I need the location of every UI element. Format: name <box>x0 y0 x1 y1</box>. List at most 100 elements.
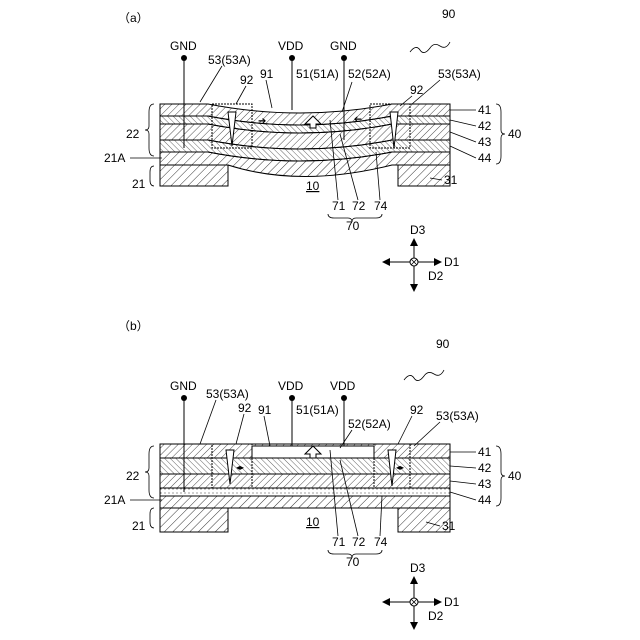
brace-40 <box>496 104 505 164</box>
figure-ref-leader <box>410 42 450 53</box>
label-74: 74 <box>374 199 388 213</box>
label-40: 40 <box>508 127 522 141</box>
panel-label: （b） <box>118 319 149 333</box>
label-10: 10 <box>306 179 320 193</box>
axis-d1-tail-arrowhead <box>382 258 390 266</box>
axis-d3-label: D3 <box>410 561 426 575</box>
terminal-label-3: VDD <box>330 379 356 393</box>
leader-42 <box>450 466 476 468</box>
label-52: 52(52A) <box>348 67 391 81</box>
label-53-left: 53(53A) <box>208 53 251 67</box>
axis-d1-arrowhead <box>434 258 442 266</box>
substrate-left <box>160 165 228 186</box>
label-92-right: 92 <box>410 83 424 97</box>
label-53-right: 53(53A) <box>438 67 481 81</box>
label-31: 31 <box>442 519 456 533</box>
label-21: 21 <box>132 177 146 191</box>
label-91: 91 <box>258 403 272 417</box>
brace-22 <box>145 104 154 156</box>
terminal-label-3: GND <box>330 39 357 53</box>
axis-d3-tail-arrowhead <box>410 622 418 630</box>
figure-ref: 90 <box>442 7 456 21</box>
label-43: 43 <box>478 135 492 149</box>
figure-ref-leader <box>404 370 444 381</box>
label-72: 72 <box>352 535 366 549</box>
label-70: 70 <box>346 555 360 569</box>
figure-ref: 90 <box>436 337 450 351</box>
axis-d2-label: D2 <box>428 609 444 623</box>
label-72: 72 <box>352 199 366 213</box>
axis-d3-arrowhead <box>410 576 418 584</box>
leader-53-left <box>200 66 222 102</box>
leader-53-right <box>414 422 440 446</box>
leader-43 <box>450 132 476 142</box>
label-21A: 21A <box>104 151 125 165</box>
arrow-left-glyph: ➔ <box>354 113 362 124</box>
layer-44 <box>160 488 450 496</box>
axis-d1-tail-arrowhead <box>382 598 390 606</box>
brace-22 <box>145 446 154 498</box>
leader-44 <box>450 146 476 158</box>
label-42: 42 <box>478 461 492 475</box>
panel-a: （a） 90 GND VDD GND ➔ ➔ <box>104 7 522 292</box>
label-70: 70 <box>346 219 360 233</box>
label-51: 51(51A) <box>296 403 339 417</box>
label-52: 52(52A) <box>348 417 391 431</box>
label-53-right: 53(53A) <box>436 409 479 423</box>
terminal-label-1: GND <box>170 39 197 53</box>
axis-d1-label: D1 <box>444 255 460 269</box>
axis-d3-arrowhead <box>410 238 418 246</box>
label-92-left: 92 <box>240 73 254 87</box>
label-41: 41 <box>478 445 492 459</box>
label-44: 44 <box>478 493 492 507</box>
label-31: 31 <box>444 173 458 187</box>
leader-44 <box>450 492 476 500</box>
brace-40 <box>496 446 505 506</box>
label-51: 51(51A) <box>296 67 339 81</box>
terminal-label-1: GND <box>170 379 197 393</box>
substrate-right <box>398 165 450 186</box>
leader-92-right <box>398 416 412 444</box>
label-92-left: 92 <box>238 401 252 415</box>
brace-21 <box>150 508 154 528</box>
axis-d1-arrowhead <box>434 598 442 606</box>
axis-d3-label: D3 <box>410 223 426 237</box>
layer-21A <box>160 496 450 508</box>
leader-53-left <box>200 400 216 444</box>
substrate-left <box>160 508 228 532</box>
leader-92-left <box>236 86 246 104</box>
label-71: 71 <box>332 199 346 213</box>
label-21: 21 <box>132 519 146 533</box>
label-92-right: 92 <box>410 403 424 417</box>
axis-indicator: D3 D1 D2 <box>382 223 460 292</box>
leader-42 <box>450 120 476 126</box>
label-43: 43 <box>478 477 492 491</box>
layer-42 <box>160 458 450 474</box>
axis-d2-label: D2 <box>428 269 444 283</box>
label-53-left: 53(53A) <box>206 387 249 401</box>
label-44: 44 <box>478 151 492 165</box>
leader-91 <box>264 416 270 446</box>
terminal-label-2: VDD <box>278 39 304 53</box>
label-22: 22 <box>126 127 140 141</box>
label-71: 71 <box>332 535 346 549</box>
layer-43 <box>160 474 450 488</box>
label-21A: 21A <box>104 493 125 507</box>
leader-43 <box>450 481 476 484</box>
label-74: 74 <box>374 535 388 549</box>
terminal-label-2: VDD <box>278 379 304 393</box>
label-42: 42 <box>478 119 492 133</box>
label-10: 10 <box>306 515 320 529</box>
arrow-pair-left-glyph: ◂▸ <box>236 463 244 472</box>
label-41: 41 <box>478 103 492 117</box>
axis-d3-tail-arrowhead <box>410 284 418 292</box>
label-22: 22 <box>126 469 140 483</box>
leader-91 <box>266 80 272 108</box>
arrow-pair-right-glyph: ◂▸ <box>396 463 404 472</box>
arrow-right-glyph: ➔ <box>258 116 266 127</box>
axis-indicator: D3 D1 D2 <box>382 561 460 630</box>
brace-21 <box>150 166 154 186</box>
panel-label: （a） <box>118 11 149 25</box>
label-91: 91 <box>260 67 274 81</box>
